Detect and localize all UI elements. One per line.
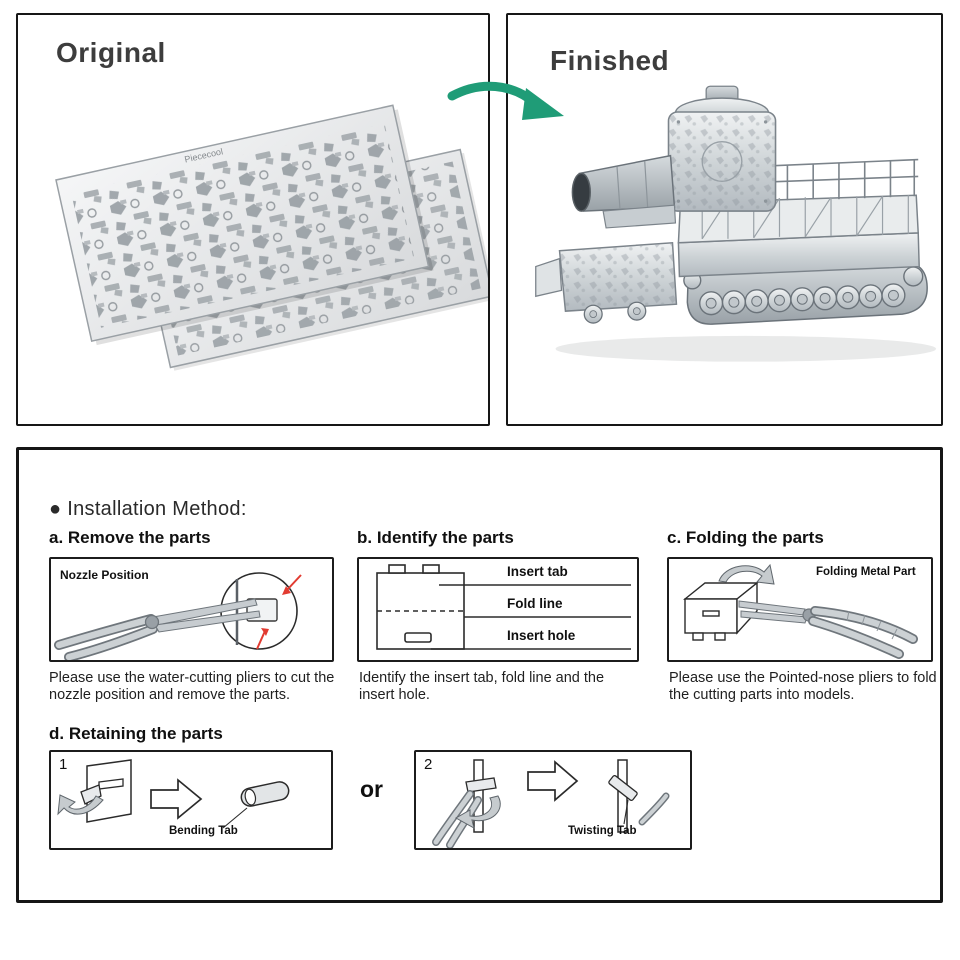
fold-arrow-icon [718, 563, 775, 585]
option1-number: 1 [59, 756, 68, 773]
nozzle-position-label: Nozzle Position [60, 568, 149, 582]
transition-arrow-icon [447, 81, 564, 120]
pointed-pliers-icon [738, 600, 918, 659]
twisting-tab-icon [432, 759, 670, 848]
installation-instructions-panel: ● Installation Method: a. Remove the par… [16, 447, 943, 903]
cutting-pliers-icon [54, 572, 302, 660]
option2-number: 2 [424, 756, 433, 773]
step-a-diagram: Nozzle Position [49, 557, 334, 662]
metal-sheets-illustration: Piececool [55, 104, 488, 371]
metal-sheet-front: Piececool [55, 104, 434, 346]
installation-method-heading: ● Installation Method: [49, 498, 247, 520]
step-b-caption: Identify the insert tab, fold line and t… [359, 670, 605, 703]
twist-arrow-icon [454, 795, 501, 829]
step-d-option2-diagram: 2 Twisting Tab [414, 750, 692, 850]
or-text: or [360, 776, 383, 802]
folded-box-part [683, 581, 759, 641]
fold-line-label: Fold line [507, 596, 563, 611]
step-a-caption: Please use the water-cutting pliers to c… [49, 670, 335, 703]
bending-tab-icon [57, 759, 290, 829]
step-b-diagram: Insert tab Fold line Insert hole [357, 557, 639, 662]
folding-metal-part-label: Folding Metal Part [816, 566, 916, 578]
tank-front-carriage [535, 241, 678, 324]
part-anatomy-icon [376, 564, 631, 650]
tank-tracks [683, 261, 928, 325]
bend-arrow-icon [57, 794, 104, 816]
step-d-option1-diagram: 1 Bending Tab [49, 750, 333, 850]
next-arrow-icon [527, 760, 579, 802]
finished-label: Finished [550, 45, 670, 76]
tank-model-illustration [535, 85, 937, 362]
step-c-diagram: Folding Metal Part [667, 557, 933, 662]
pliers-handles [54, 598, 261, 660]
bent-tab-result [240, 781, 290, 807]
twisted-tab-result [608, 774, 638, 802]
original-label: Original [56, 37, 166, 68]
step-c-caption: Please use the Pointed-nose pliers to fo… [669, 670, 937, 703]
step-c-title: c. Folding the parts [667, 528, 824, 547]
insert-tab-label: Insert tab [507, 564, 568, 579]
step-a-title: a. Remove the parts [49, 528, 211, 547]
insert-hole-label: Insert hole [507, 628, 576, 643]
cut-marker-icons [256, 574, 302, 650]
folding-pliers-icon [683, 563, 918, 659]
tank-barrel [571, 154, 677, 229]
step-b-title: b. Identify the parts [357, 528, 514, 547]
original-panel: Original Piece [16, 13, 490, 426]
bending-tab-label: Bending Tab [169, 825, 238, 837]
tank-housing [667, 85, 777, 212]
finished-panel: Finished [506, 13, 943, 426]
twisting-tab-label: Twisting Tab [568, 825, 637, 837]
next-arrow-icon [150, 778, 203, 820]
step-d-title: d. Retaining the parts [49, 724, 223, 743]
